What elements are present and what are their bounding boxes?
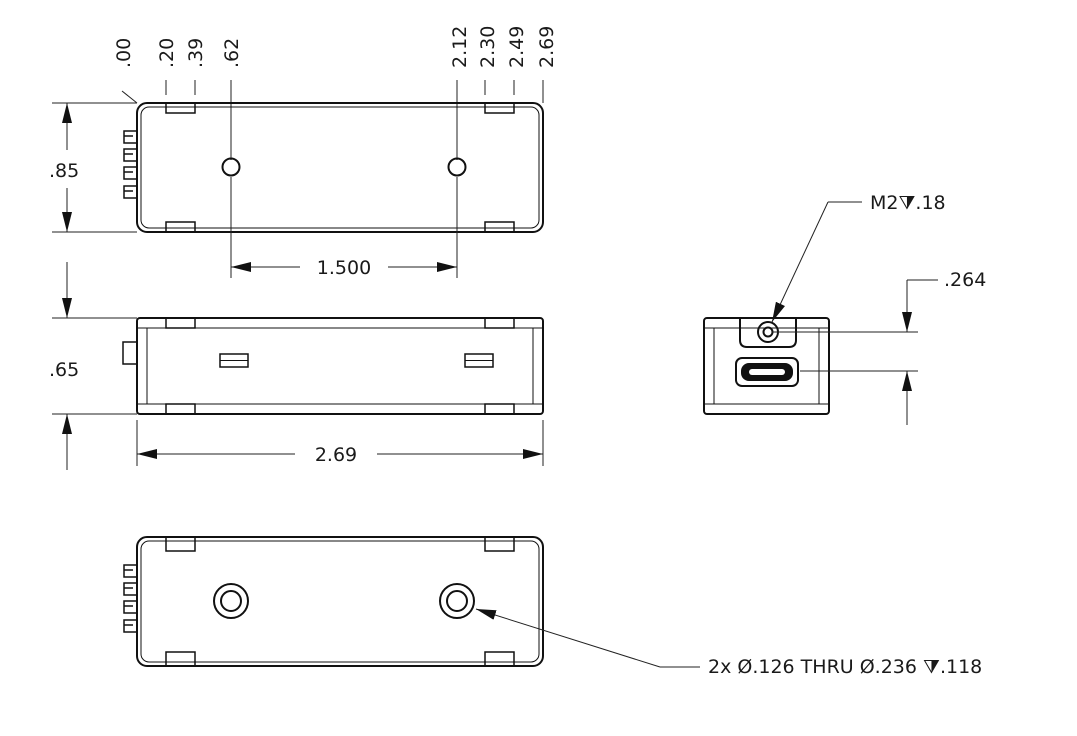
ordinate-2: .39 — [185, 38, 207, 68]
mounting-hole-right — [447, 157, 467, 177]
end-offset-dimension: .264 — [772, 269, 986, 425]
hole-callout-label: 2x Ø.126 THRU Ø.236 ⧩.118 — [708, 656, 982, 678]
bottom-view — [123, 536, 544, 667]
counterbore-right — [439, 583, 475, 619]
usb-c-port — [735, 357, 799, 387]
end-view — [703, 317, 830, 415]
top-view — [123, 102, 544, 233]
thread-callout: M2⧩.18 — [771, 192, 946, 323]
hole-spacing-dimension: 1.500 — [230, 177, 458, 279]
ordinate-5: 2.30 — [477, 26, 499, 68]
height-side-dimension: .65 — [49, 262, 137, 470]
side-view — [122, 317, 544, 415]
side-connector — [122, 341, 138, 365]
ordinate-7: 2.69 — [536, 26, 558, 68]
thread-callout-label: M2⧩.18 — [870, 192, 946, 214]
height-side-label: .65 — [49, 359, 79, 381]
length-dimension: 2.69 — [136, 420, 544, 466]
mounting-hole-left — [221, 157, 241, 177]
ordinate-extension-lines — [121, 80, 544, 160]
height-top-label: .85 — [49, 160, 79, 182]
connector-tabs-top — [123, 130, 137, 199]
end-offset-label: .264 — [944, 269, 986, 291]
ordinate-1: .20 — [156, 38, 178, 68]
length-label: 2.69 — [315, 444, 357, 466]
height-top-dimension: .85 — [49, 102, 137, 233]
connector-tabs-bottom — [123, 564, 137, 633]
hole-callout: 2x Ø.126 THRU Ø.236 ⧩.118 — [475, 608, 982, 678]
ordinate-labels: .00 .20 .39 .62 2.12 2.30 2.49 2.69 — [113, 26, 558, 68]
hole-spacing-label: 1.500 — [317, 257, 371, 279]
ordinate-4: 2.12 — [449, 26, 471, 68]
ordinate-6: 2.49 — [506, 26, 528, 68]
ordinate-3: .62 — [221, 38, 243, 68]
ordinate-0: .00 — [113, 38, 135, 68]
counterbore-left — [213, 583, 249, 619]
